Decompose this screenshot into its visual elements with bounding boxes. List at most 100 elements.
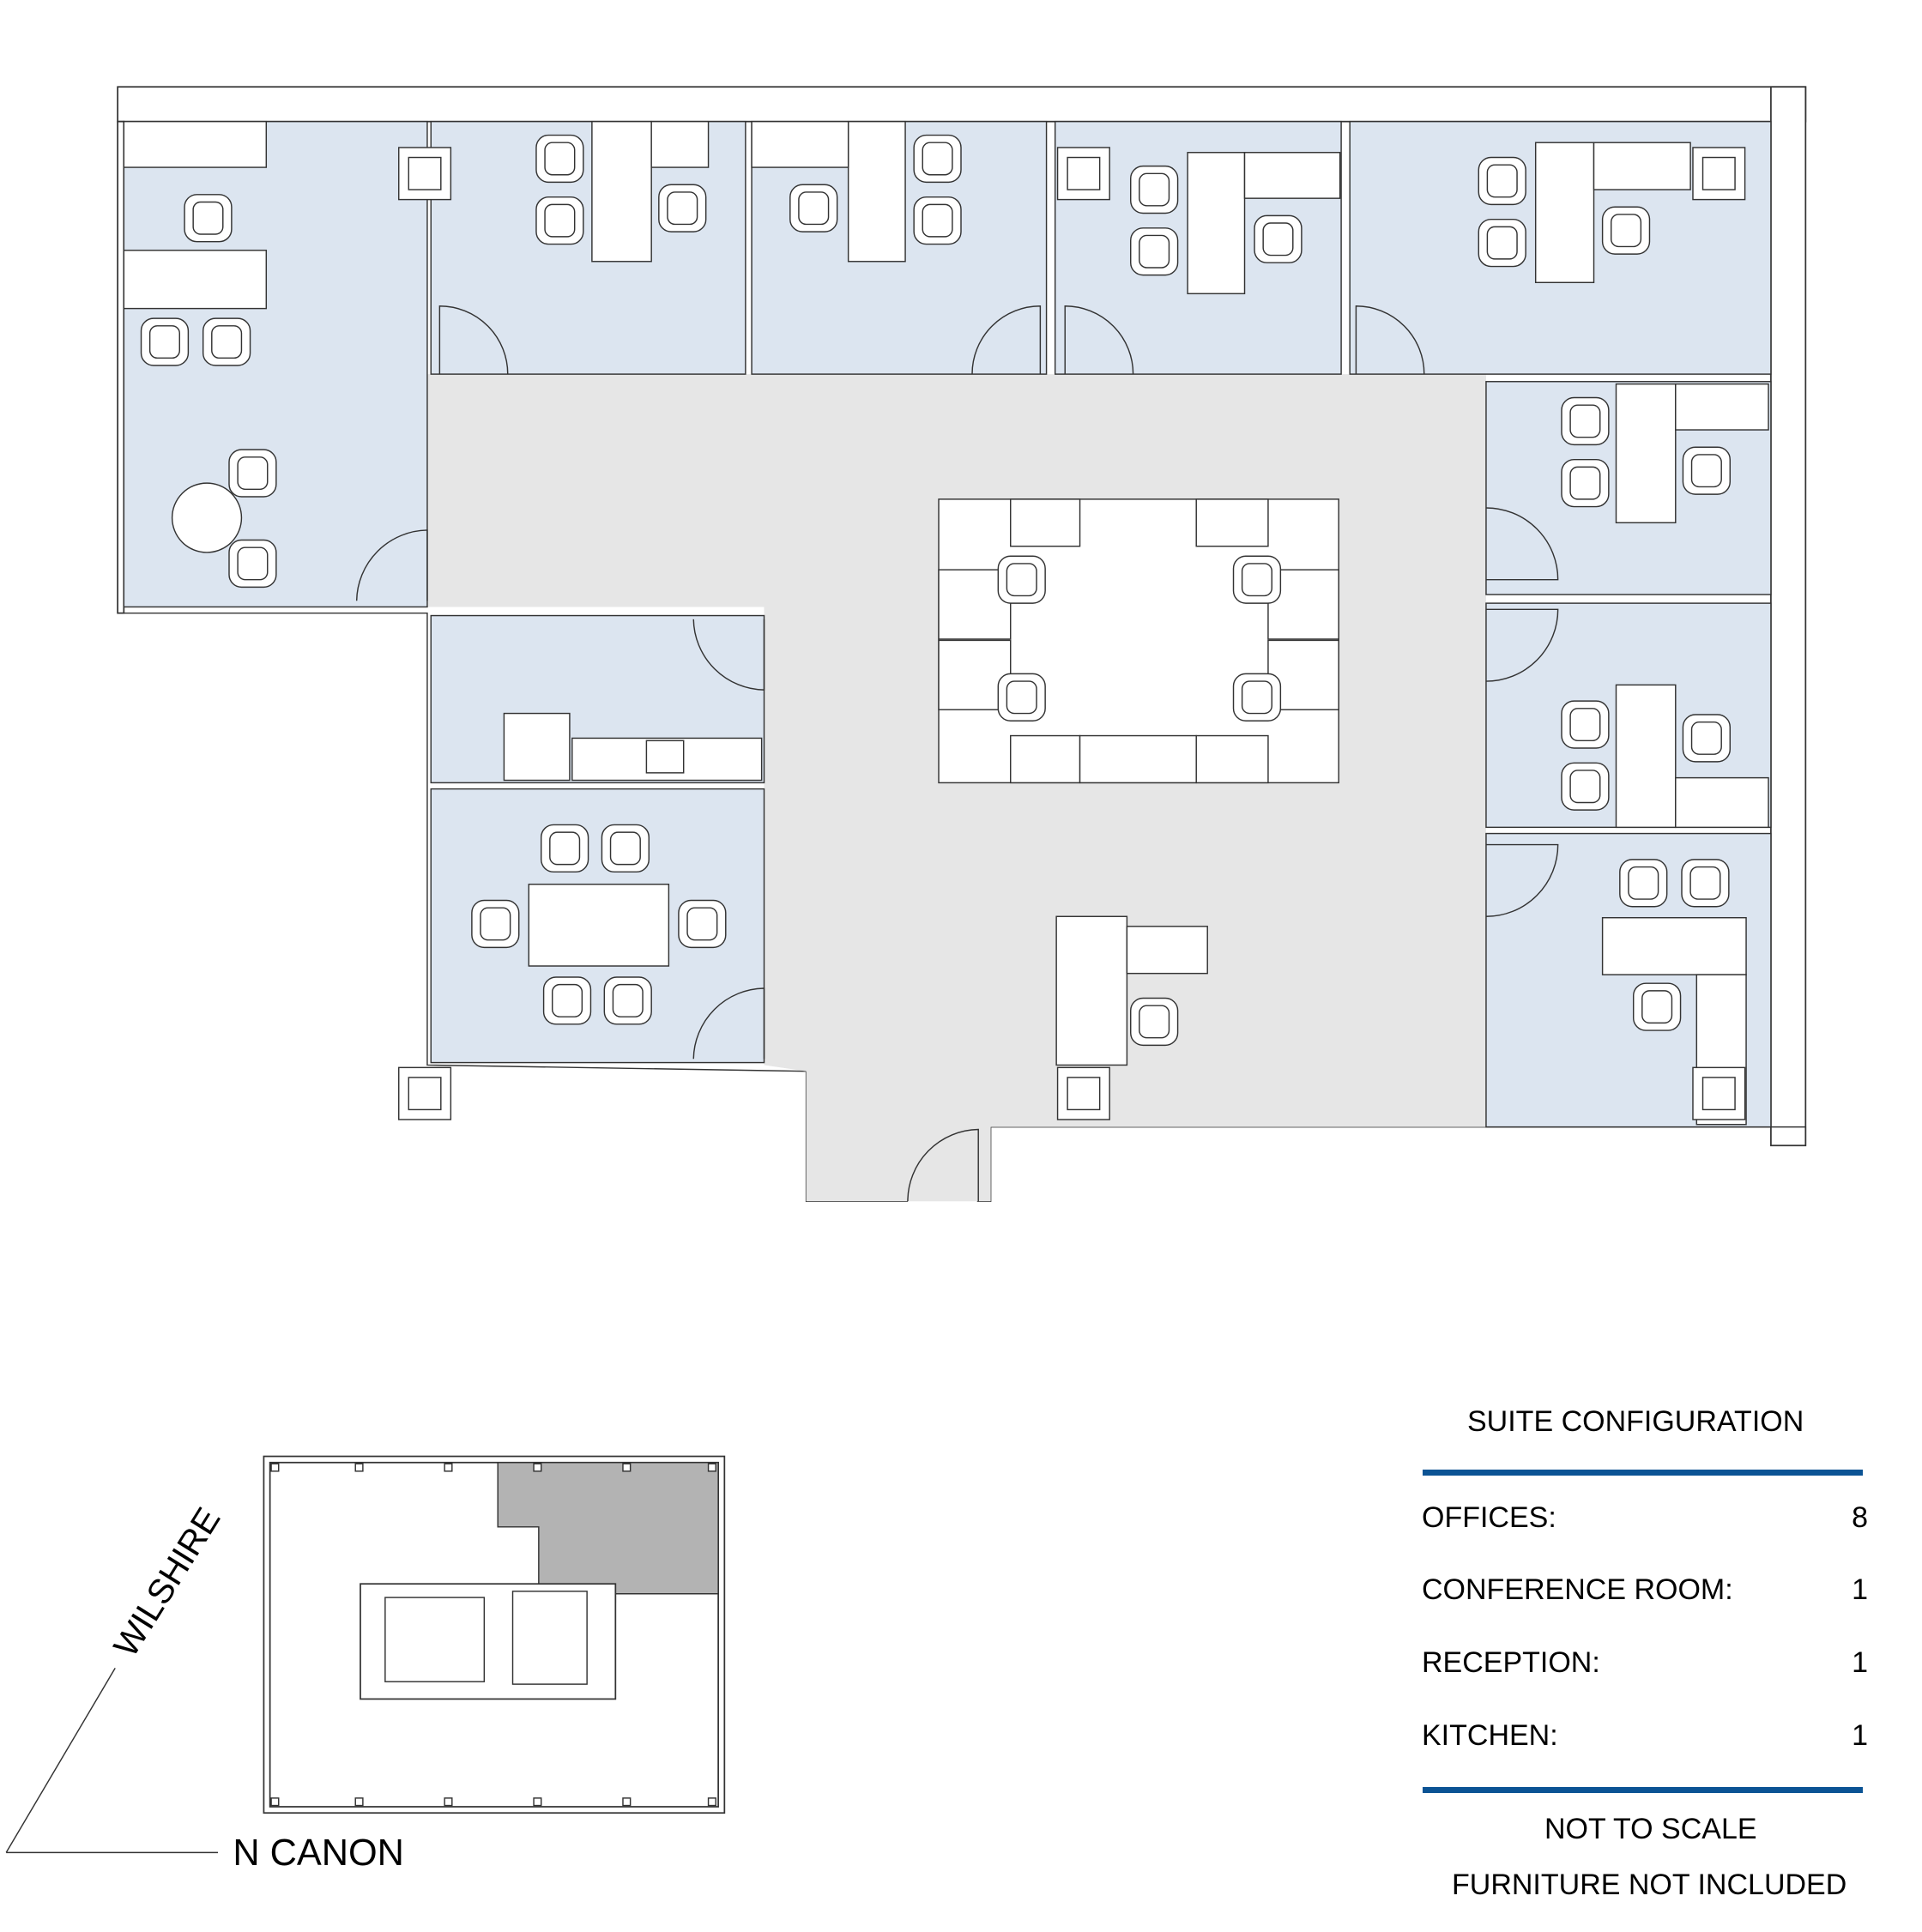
chair-seat: [551, 983, 583, 1017]
chair-seat: [480, 907, 511, 941]
corridor: [426, 374, 1486, 1202]
chair-seat: [922, 142, 953, 176]
config-value: 8: [1852, 1501, 1868, 1534]
desk: [1243, 152, 1341, 199]
key-column-icon: [354, 1797, 364, 1807]
sink-icon: [645, 740, 685, 774]
desk: [503, 712, 571, 782]
door-swing: [1485, 608, 1559, 682]
config-label: OFFICES:: [1422, 1501, 1556, 1534]
config-label: KITCHEN:: [1422, 1719, 1558, 1752]
config-value: 1: [1852, 1646, 1868, 1679]
round-table: [171, 482, 243, 553]
lounge-seat: [1079, 734, 1197, 784]
column-inner: [408, 156, 442, 190]
desk: [1126, 926, 1208, 975]
door-swing: [907, 1128, 979, 1202]
desk: [751, 120, 849, 168]
chair-seat: [237, 456, 269, 491]
desk: [1601, 916, 1747, 975]
desk: [1675, 776, 1769, 829]
column-inner: [408, 1077, 442, 1111]
desk: [1675, 383, 1769, 431]
key-column-icon: [270, 1797, 280, 1807]
note-not-to-scale: NOT TO SCALE: [1544, 1813, 1757, 1845]
door-swing: [1485, 507, 1559, 581]
chair-seat: [148, 325, 180, 359]
desk: [1055, 915, 1128, 1066]
divider-bottom: [1423, 1787, 1863, 1793]
desk: [123, 250, 268, 310]
door-swing: [1485, 843, 1559, 917]
door-swing: [1064, 305, 1134, 375]
door-swing: [692, 619, 765, 691]
chair-seat: [544, 142, 576, 176]
desk: [123, 120, 268, 168]
key-column-icon: [354, 1463, 364, 1472]
chair-seat: [1611, 214, 1642, 248]
chair-seat: [1139, 234, 1170, 269]
chair-seat: [192, 201, 224, 235]
chair-seat: [1006, 680, 1037, 715]
key-column-icon: [707, 1797, 716, 1807]
key-column-icon: [622, 1463, 632, 1472]
door-swing: [1355, 305, 1425, 375]
furniture: [123, 120, 1769, 1126]
chair-seat: [1690, 454, 1722, 488]
desk: [650, 120, 710, 168]
key-column-icon: [270, 1463, 280, 1472]
desk: [1187, 152, 1246, 295]
chair-seat: [211, 325, 243, 359]
key-column-icon: [444, 1463, 453, 1472]
desk: [1615, 684, 1677, 829]
lounge-seat: [1195, 498, 1269, 547]
config-row-reception: RECEPTION:1: [1422, 1646, 1868, 1680]
street-label-n-canon: N CANON: [233, 1832, 404, 1874]
column-inner: [1701, 1077, 1736, 1111]
chair-seat: [1569, 708, 1601, 742]
door-swing: [971, 305, 1042, 375]
key-column-icon: [444, 1797, 453, 1807]
chair-seat: [1689, 866, 1721, 900]
desk: [1615, 383, 1677, 524]
desk: [591, 120, 652, 263]
chair-seat: [922, 203, 953, 238]
door-swing: [438, 305, 509, 375]
chair-seat: [549, 831, 581, 866]
config-value: 1: [1852, 1573, 1868, 1606]
chair-seat: [1241, 680, 1272, 715]
note-furniture: FURNITURE NOT INCLUDED: [1452, 1869, 1847, 1901]
chair-seat: [1486, 164, 1518, 198]
desk: [528, 884, 670, 967]
divider-top: [1423, 1470, 1863, 1476]
chair-seat: [609, 831, 641, 866]
desk: [847, 120, 906, 263]
config-row-kitchen: KITCHEN: 1: [1422, 1719, 1868, 1753]
chair-seat: [1641, 990, 1673, 1024]
chair-seat: [1569, 404, 1601, 438]
config-row-offices: OFFICES: 8: [1422, 1501, 1868, 1535]
column-inner: [1067, 156, 1101, 190]
doors: [355, 305, 1559, 1202]
column-inner: [1067, 1077, 1101, 1111]
chair-seat: [667, 191, 698, 226]
chair-seat: [686, 907, 718, 941]
chair-seat: [237, 546, 269, 581]
lounge-seat: [1010, 734, 1081, 784]
key-column-icon: [533, 1797, 542, 1807]
key-column-icon: [707, 1463, 716, 1472]
chair-seat: [1569, 770, 1601, 804]
chair-seat: [1006, 563, 1037, 597]
key-column-icon: [622, 1797, 632, 1807]
door-swing: [692, 987, 765, 1060]
key-column-icon: [533, 1463, 542, 1472]
lounge-seat: [1010, 498, 1081, 547]
desk: [1593, 142, 1691, 190]
chair-seat: [1139, 1005, 1170, 1039]
street-label-wilshire: WILSHIRE: [106, 1500, 228, 1663]
desk: [1534, 142, 1595, 284]
chair-seat: [798, 191, 830, 226]
config-value: 1: [1852, 1719, 1868, 1752]
lounge-seat: [1195, 734, 1269, 784]
